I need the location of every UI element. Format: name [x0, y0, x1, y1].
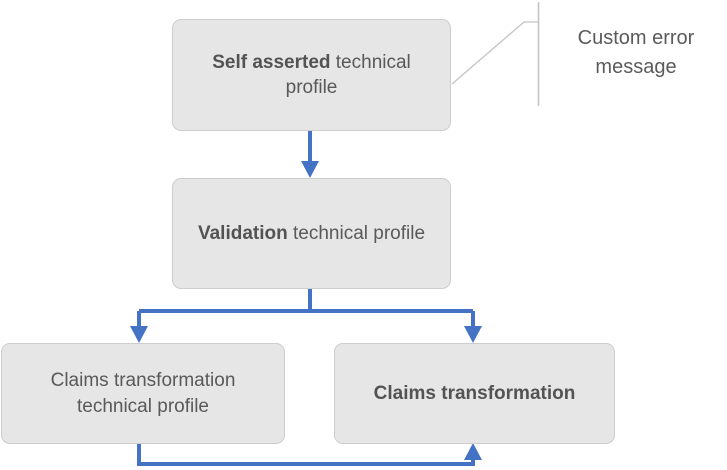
node-label-rest: technical profile: [285, 51, 411, 98]
node-validation-technical-profile[interactable]: Validation technical profile: [172, 178, 451, 289]
node-self-asserted-technical-profile[interactable]: Self asserted technical profile: [172, 19, 451, 131]
callout-line-2: message: [595, 56, 677, 78]
callout-line-1: Custom error: [577, 27, 695, 49]
node-label: Claims transformation: [351, 381, 598, 406]
node-label: Claims transformation technical profile: [18, 368, 268, 419]
callout-custom-error-message: Custom error message: [556, 24, 716, 82]
node-label: Self asserted technical profile: [189, 50, 434, 101]
node-label-rest: Claims transformation technical profile: [50, 370, 236, 417]
node-label-bold: Self asserted: [212, 51, 331, 73]
node-label-bold: Claims transformation: [373, 382, 576, 404]
node-claims-transformation[interactable]: Claims transformation: [334, 343, 615, 444]
node-claims-transformation-technical-profile[interactable]: Claims transformation technical profile: [1, 343, 285, 444]
arrow-self-asserted-to-validation: [301, 131, 319, 178]
node-label: Validation technical profile: [189, 221, 434, 246]
arrow-validation-branch: [130, 289, 482, 343]
arrow-claims-tp-to-claims-loop: [137, 443, 482, 466]
node-label-bold: Validation: [197, 222, 288, 244]
node-label-rest: technical profile: [287, 222, 426, 244]
callout-leader-line: [451, 2, 540, 106]
